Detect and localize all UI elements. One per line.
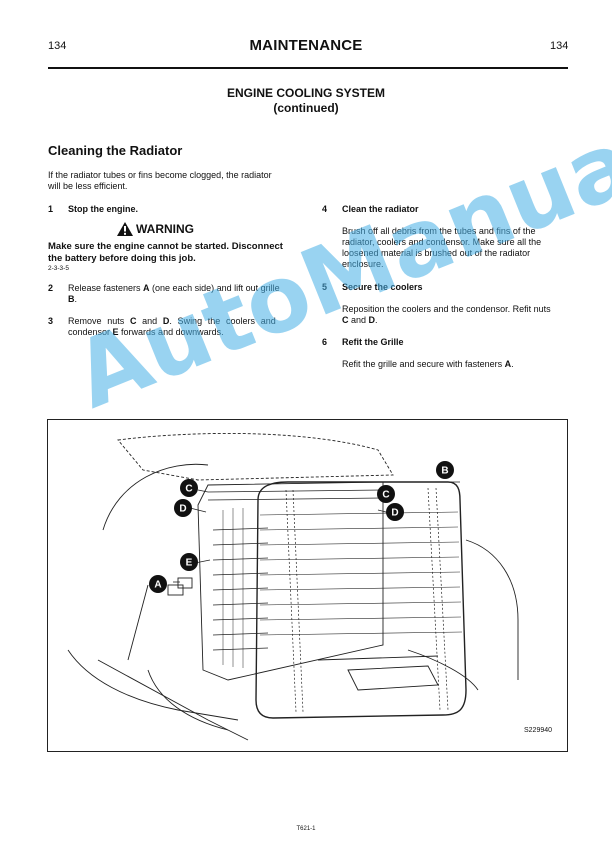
intro-line-2: will be less efficient. bbox=[48, 181, 128, 191]
step-1-title: Stop the engine. bbox=[68, 204, 139, 214]
callout-d-right: D bbox=[386, 503, 404, 521]
step-6-title: Refit the Grille bbox=[342, 337, 404, 347]
step-2-number: 2 bbox=[48, 283, 54, 293]
page-header-title: MAINTENANCE bbox=[249, 37, 363, 54]
step-4-number: 4 bbox=[322, 204, 328, 214]
section-subtitle: (continued) bbox=[273, 101, 339, 115]
step-3-number: 3 bbox=[48, 316, 54, 326]
step-3-text-line-2: condensor E forwards and downwards. bbox=[68, 327, 224, 337]
step-2-text-line-1: Release fasteners A (one each side) and … bbox=[68, 283, 280, 293]
svg-text:C: C bbox=[382, 490, 389, 501]
warning-line-1: Make sure the engine cannot be started. … bbox=[48, 241, 283, 252]
step-2-text-line-2: B. bbox=[68, 294, 78, 304]
callout-c-left: C bbox=[180, 479, 198, 497]
svg-text:E: E bbox=[186, 558, 193, 569]
step-5-number: 5 bbox=[322, 282, 328, 292]
step-6-line-1: Refit the grille and secure with fastene… bbox=[342, 359, 514, 369]
page-number-right: 134 bbox=[550, 40, 569, 52]
callout-d-left: D bbox=[174, 499, 192, 517]
warning-icon bbox=[117, 222, 133, 241]
header-rule bbox=[48, 67, 568, 69]
figure-code: S229940 bbox=[524, 727, 553, 734]
callout-e: E bbox=[180, 553, 198, 571]
warning-label: WARNING bbox=[136, 222, 194, 236]
step-5-line-2: C and D. bbox=[342, 315, 378, 325]
warning-line-2: the battery before doing this job. bbox=[48, 253, 196, 264]
step-4-line-4: enclosure. bbox=[342, 259, 384, 269]
step-4-line-1: Brush off all debris from the tubes and … bbox=[342, 226, 536, 236]
radiator-illustration: A B C C D D E S229940 bbox=[47, 419, 568, 752]
svg-text:D: D bbox=[179, 504, 186, 515]
step-1-number: 1 bbox=[48, 204, 54, 214]
step-4-line-2: radiator, coolers and condensor. Make su… bbox=[342, 237, 542, 247]
cleaning-heading: Cleaning the Radiator bbox=[48, 143, 183, 158]
footer-code: T621-1 bbox=[296, 826, 316, 832]
svg-text:B: B bbox=[441, 466, 448, 477]
svg-text:C: C bbox=[185, 484, 192, 495]
svg-text:D: D bbox=[391, 508, 398, 519]
page-number-left: 134 bbox=[48, 40, 67, 52]
step-5-line-1: Reposition the coolers and the condensor… bbox=[342, 304, 551, 314]
callout-a: A bbox=[149, 575, 167, 593]
step-4-title: Clean the radiator bbox=[342, 204, 419, 214]
step-5-title: Secure the coolers bbox=[342, 282, 423, 292]
callout-b: B bbox=[436, 461, 454, 479]
svg-text:A: A bbox=[154, 580, 161, 591]
step-4-line-3: loosened material is brushed out of the … bbox=[342, 248, 531, 258]
step-6-number: 6 bbox=[322, 337, 328, 347]
section-title: ENGINE COOLING SYSTEM bbox=[226, 86, 385, 100]
warning-code: 2-3-3-5 bbox=[48, 265, 69, 272]
intro-line-1: If the radiator tubes or fins become clo… bbox=[48, 170, 272, 180]
step-3-text-line-1: Remove nuts C and D. Swing the coolers a… bbox=[68, 316, 276, 326]
callout-c-right: C bbox=[377, 485, 395, 503]
